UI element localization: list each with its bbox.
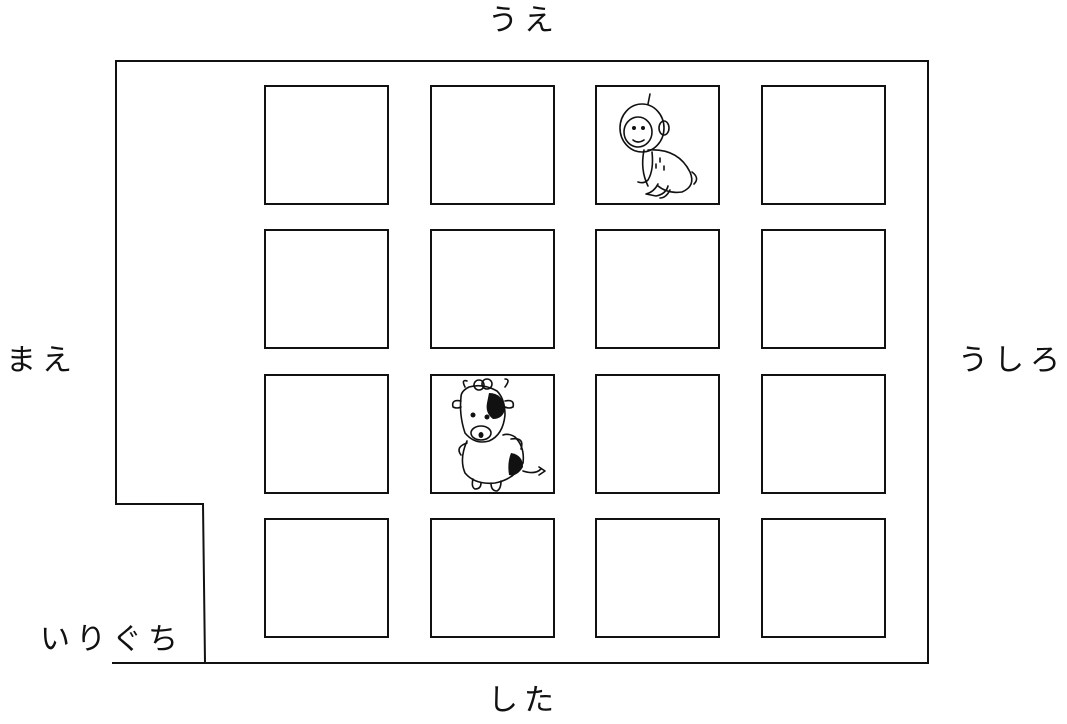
grid-cell-r1-c1 (264, 85, 389, 205)
grid-cell-r3-c4 (761, 374, 886, 494)
label-top: うえ (488, 3, 560, 38)
grid-cell-r2-c4 (761, 229, 886, 349)
grid-cell-r1-c4 (761, 85, 886, 205)
cell-grid (264, 85, 886, 638)
grid-cell-r2-c1 (264, 229, 389, 349)
label-bottom: した (488, 683, 560, 718)
grid-cell-r4-c1 (264, 518, 389, 638)
grid-cell-r4-c4 (761, 518, 886, 638)
monkey-icon (619, 93, 698, 199)
label-front: まえ (6, 343, 78, 378)
grid-cell-r3-c2 (430, 374, 555, 494)
grid-cell-r1-c2 (430, 85, 555, 205)
grid-cell-r3-c3 (595, 374, 720, 494)
room-wall (115, 60, 929, 664)
grid-cell-r3-c1 (264, 374, 389, 494)
cow-icon (451, 378, 546, 492)
label-back: うしろ (958, 343, 1066, 378)
label-entrance: いりぐち (40, 622, 184, 657)
grid-cell-r4-c3 (595, 518, 720, 638)
grid-cell-r2-c2 (430, 229, 555, 349)
grid-cell-r4-c2 (430, 518, 555, 638)
grid-cell-r2-c3 (595, 229, 720, 349)
